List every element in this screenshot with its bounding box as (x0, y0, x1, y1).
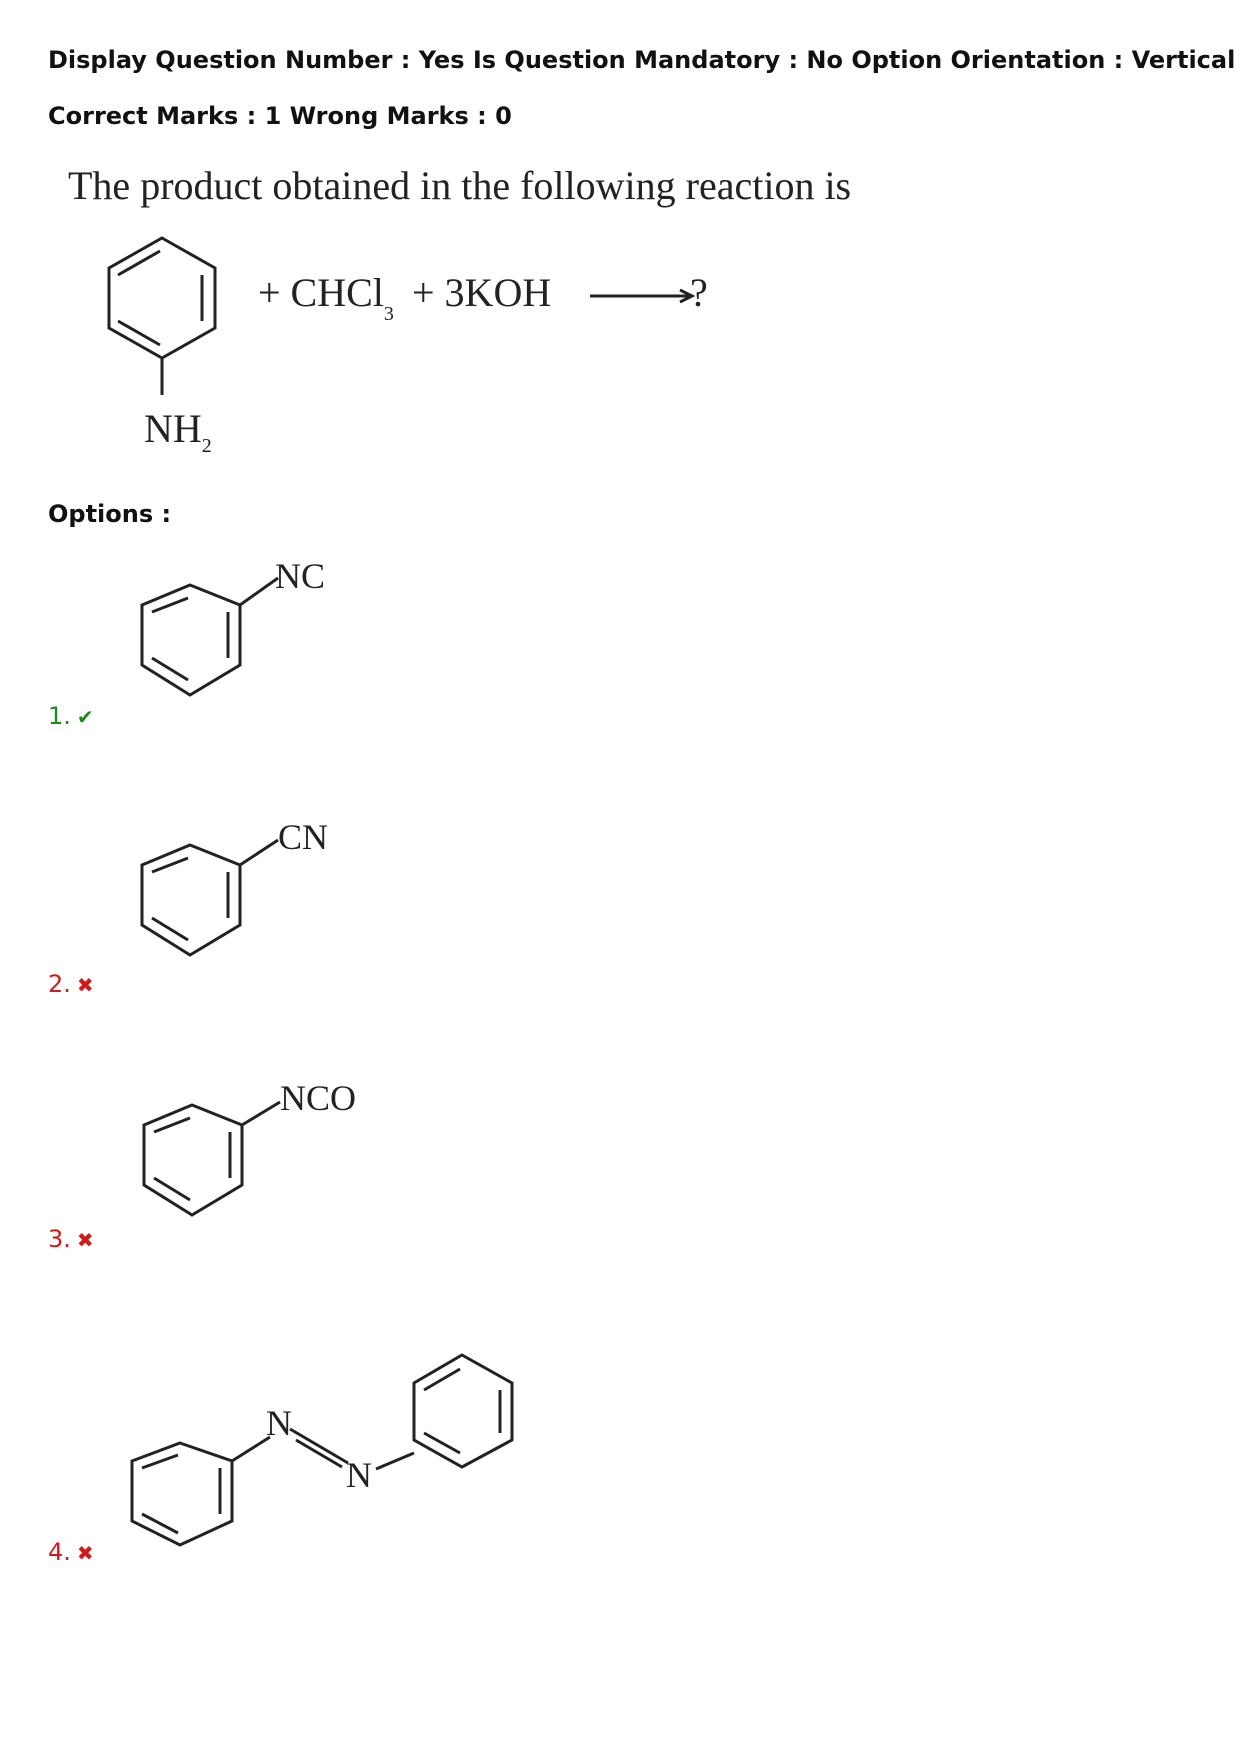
option-4-structure: N N (130, 1353, 514, 1547)
option-1-structure: NC (140, 556, 325, 697)
azo-nitrogen-2: N (346, 1455, 372, 1495)
isocyanide-group: NC (275, 556, 325, 596)
amine-label: NH2 (144, 406, 212, 457)
aniline-structure: NH2 (107, 236, 217, 457)
azo-nitrogen-1: N (266, 1403, 292, 1443)
product-unknown: ? (690, 270, 708, 315)
option-2-structure: CN (140, 817, 328, 957)
cross-icon: ✖ (76, 1541, 94, 1565)
question-text: The product obtained in the following re… (68, 163, 852, 208)
cross-icon: ✖ (76, 973, 94, 997)
option-2[interactable]: 2.✖ (48, 970, 94, 998)
option-1[interactable]: 1.✔ (48, 702, 94, 730)
option-3-structure: NCO (142, 1078, 356, 1217)
option-4[interactable]: 4.✖ (48, 1538, 94, 1566)
option-number: 4. (48, 1538, 71, 1566)
option-3[interactable]: 3.✖ (48, 1225, 94, 1253)
reagent-chloroform: + CHCl3 (258, 270, 394, 325)
reaction-arrow (590, 288, 696, 304)
isocyanate-group: NCO (280, 1078, 356, 1118)
reagent-koh: + 3KOH (412, 270, 551, 315)
nitrile-group: CN (278, 817, 328, 857)
reaction-diagram: NH2 + CHCl3 + 3KOH ? (107, 236, 708, 457)
marks-line: Correct Marks : 1 Wrong Marks : 0 (48, 102, 512, 130)
check-icon: ✔ (76, 705, 94, 729)
question-settings-line: Display Question Number : Yes Is Questio… (48, 46, 1236, 74)
option-number: 3. (48, 1225, 71, 1253)
options-label: Options : (48, 500, 172, 528)
cross-icon: ✖ (76, 1228, 94, 1252)
option-number: 2. (48, 970, 71, 998)
option-number: 1. (48, 702, 71, 730)
